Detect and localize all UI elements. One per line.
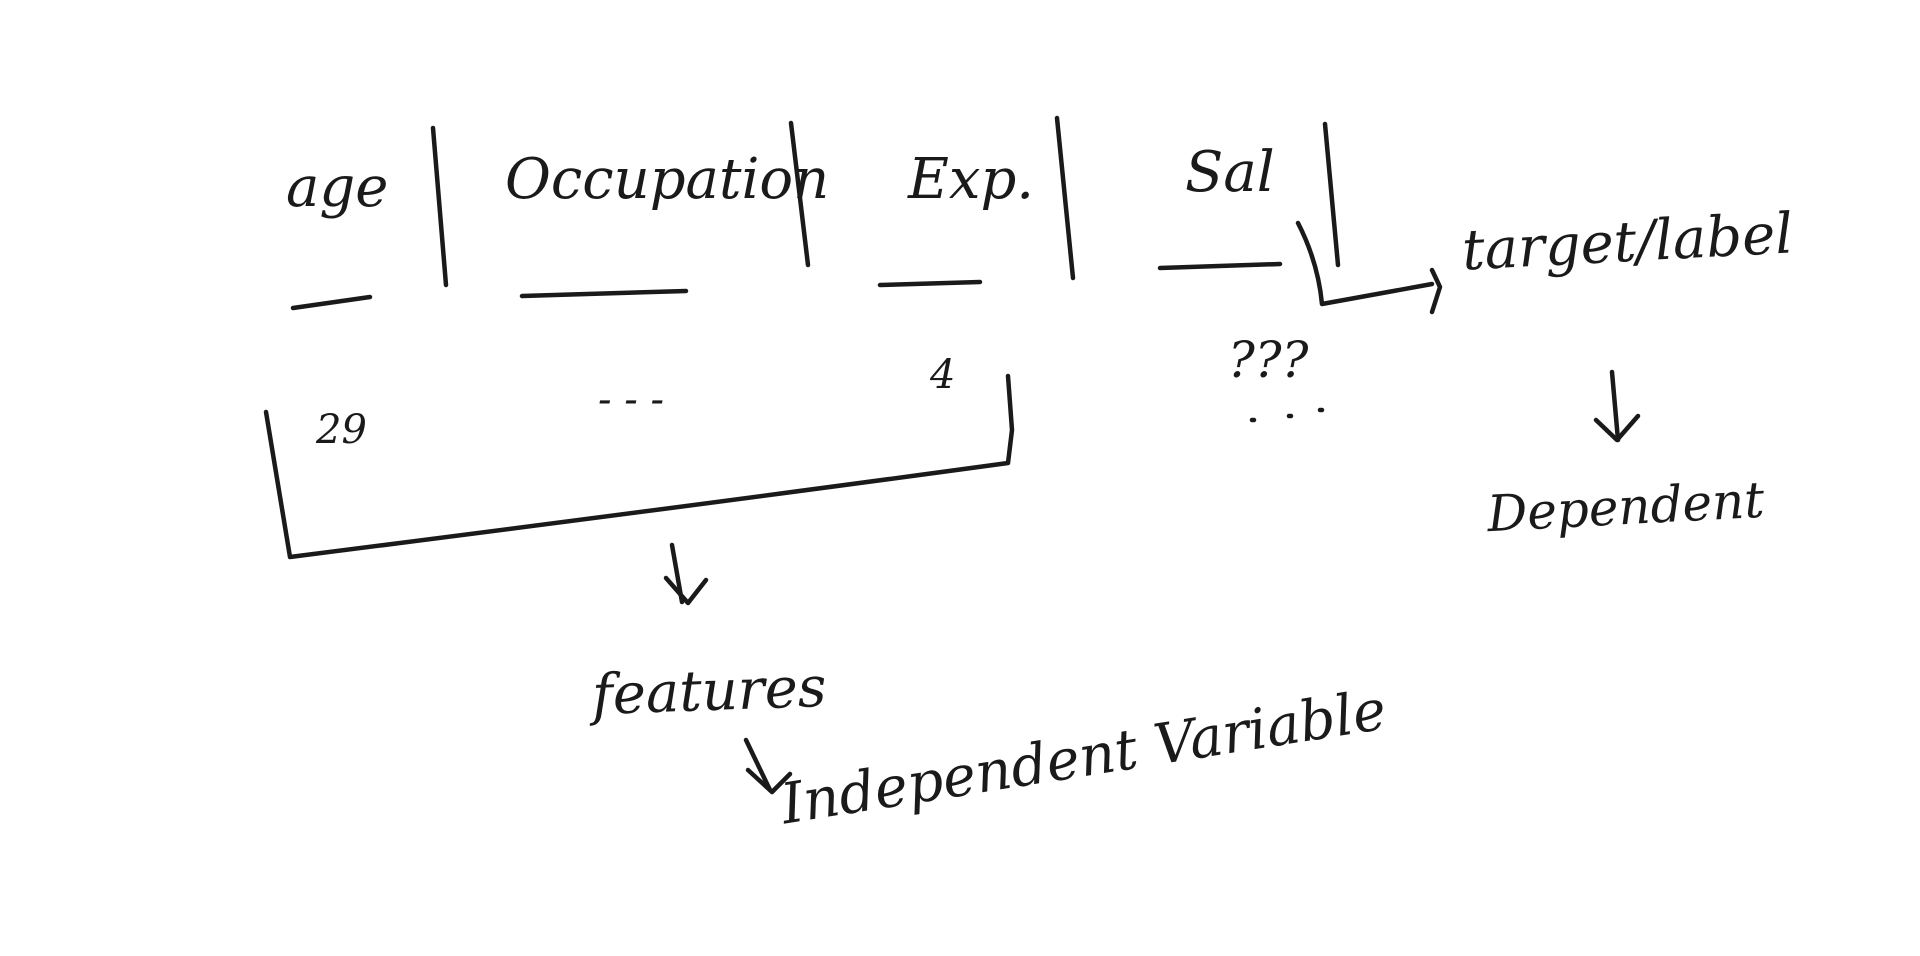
dependent-arrow: [1609, 369, 1621, 443]
independent-arrow: [743, 737, 773, 793]
cell-occupation: - - -: [598, 377, 664, 423]
question-dots: [1249, 407, 1325, 423]
header-underline-exp: [877, 279, 983, 288]
cell-exp: 4: [930, 352, 956, 398]
features-arrow-head: [663, 575, 709, 606]
dependent-text: Dependent: [1485, 470, 1766, 544]
independent-arrow-head: [745, 767, 793, 795]
target-label-text: target/label: [1460, 201, 1795, 284]
header-underline-sal: [1157, 261, 1283, 271]
header-underline-occupation: [519, 288, 689, 299]
column-divider-4: [1322, 121, 1341, 268]
header-sal: Sal: [1185, 140, 1275, 205]
target-arrow-head: [1429, 267, 1443, 315]
column-divider-3: [1054, 115, 1076, 281]
header-occupation: Occupation: [505, 147, 830, 212]
header-age: age: [286, 155, 389, 220]
features-text: features: [590, 654, 828, 729]
header-underline-age: [290, 294, 373, 311]
cell-sal: ???: [1228, 331, 1309, 389]
dependent-arrow-head: [1593, 413, 1641, 443]
column-divider-1: [430, 125, 449, 288]
features-bracket: [263, 373, 1015, 560]
column-divider-2: [788, 120, 811, 268]
cell-age: 29: [316, 407, 367, 453]
target-arrow: [1295, 220, 1435, 307]
header-exp: Exp.: [908, 147, 1035, 212]
